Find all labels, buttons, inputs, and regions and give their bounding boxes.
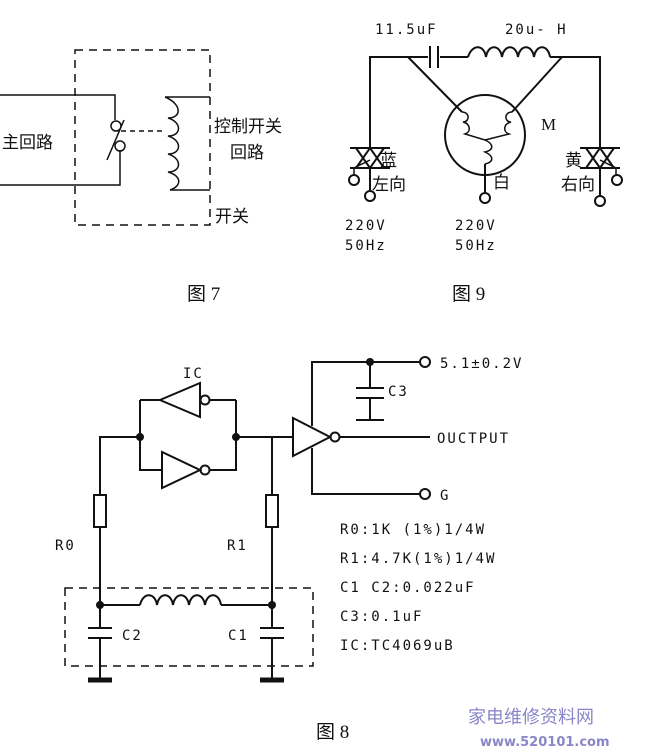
fig7-switch-blade: [106, 119, 125, 161]
fig9-white-label: 白: [493, 173, 510, 192]
fig8-ground-wire: [311, 448, 420, 495]
fig8-capacitor-c2: [88, 605, 112, 680]
fig8-supply-label: 5.1±0.2V: [440, 356, 523, 372]
fig7-dashed-box: [74, 49, 211, 226]
fig7-left-label: 主回路: [2, 133, 53, 152]
fig9-motor-label: M: [541, 115, 556, 134]
fig9-winding-left: [461, 111, 486, 141]
figure-7: 主回路 控制开关 回路 开关 图 7: [0, 49, 282, 305]
fig9-wire-to-motor-right: [511, 56, 563, 113]
fig9-wire-to-motor-left: [407, 56, 463, 113]
fig9-winding-bottom: [482, 139, 493, 165]
fig9-terminal-right: [594, 195, 606, 207]
fig9-triac-right-gate: [599, 159, 617, 176]
fig9-supply-mid-voltage: 220V: [455, 218, 497, 234]
fig7-main-wire-top: [0, 94, 116, 120]
figure-8: IC R0 R1 OUCTPUT 5.1±0.2V: [55, 356, 523, 743]
fig7-right-label-1: 控制开关: [214, 117, 282, 136]
watermark-site-name: 家电维修资料网: [468, 707, 594, 728]
watermark: 家电维修资料网 www.520101.com: [468, 707, 610, 750]
fig9-triac-left-gate: [353, 159, 371, 176]
fig8-inductor: [139, 594, 222, 606]
fig7-switch-contact-bottom: [114, 140, 126, 152]
fig9-triac-left: [350, 146, 390, 190]
fig8-supply-wire: [311, 361, 420, 426]
fig9-supply-mid-frequency: 50Hz: [455, 238, 497, 254]
fig9-winding-right: [484, 111, 513, 141]
fig8-ground-terminal: [419, 488, 431, 500]
fig9-yellow-label: 黄: [565, 151, 582, 170]
fig9-capacitor-label: 11.5uF: [375, 22, 438, 38]
fig8-lc-dashed-box: [64, 587, 314, 667]
watermark-url: www.520101.com: [480, 735, 610, 750]
fig8-spec-ic: IC:TC4069uB: [340, 638, 455, 654]
fig9-caption: 图 9: [452, 284, 485, 305]
fig8-ground-label: G: [440, 488, 450, 504]
fig8-inverter-upper-bubble: [199, 394, 211, 406]
fig8-spec-r0: R0:1K (1%)1/4W: [340, 522, 486, 538]
fig9-top-wire-left: [369, 56, 428, 148]
fig8-inverter-lower-bubble: [199, 464, 211, 476]
fig7-right-label-2: 回路: [230, 143, 264, 162]
fig8-r1-label: R1: [227, 538, 248, 554]
fig8-resistor-r0: [93, 494, 107, 528]
fig8-capacitor-c1: [260, 605, 284, 680]
fig9-inductor: [467, 46, 551, 58]
fig8-supply-terminal: [419, 356, 431, 368]
fig9-yellow-dir-label: 右向: [561, 175, 595, 194]
fig8-buffer-bubble: [329, 431, 341, 443]
fig8-caption: 图 8: [316, 722, 349, 743]
fig7-caption: 图 7: [187, 284, 220, 305]
fig8-spec-r1: R1:4.7K(1%)1/4W: [340, 551, 496, 567]
fig9-top-wire-right: [550, 56, 601, 148]
fig8-r0-label: R0: [55, 538, 76, 554]
fig7-relay-coil: [164, 96, 180, 191]
fig9-terminal-left-gate: [348, 174, 360, 186]
fig9-inductor-label: 20u- H: [505, 22, 568, 38]
fig9-terminal-right-gate: [611, 174, 623, 186]
fig8-resistor-r1: [265, 494, 279, 528]
figure-9: 11.5uF 20u- H M 蓝 左向 白 黄 右向: [345, 22, 623, 305]
fig8-spec-c3: C3:0.1uF: [340, 609, 423, 625]
fig8-ic-label: IC: [183, 366, 204, 382]
fig8-spec-c1c2: C1 C2:0.022uF: [340, 580, 476, 596]
fig8-c1-label: C1: [228, 628, 249, 644]
fig8-wire-to-r0: [99, 436, 140, 495]
fig8-inverter-lower: [161, 450, 203, 490]
fig8-inverter-lower-wires: [139, 465, 237, 471]
fig9-supply-left-frequency: 50Hz: [345, 238, 387, 254]
fig8-c3-label: C3: [388, 384, 409, 400]
fig9-supply-left-voltage: 220V: [345, 218, 387, 234]
fig9-blue-dir-label: 左向: [372, 175, 406, 194]
fig8-capacitor-c3: [356, 387, 384, 421]
fig9-terminal-left: [364, 190, 376, 202]
fig8-buffer-inverter: [292, 416, 333, 458]
fig7-main-wire-bottom: [0, 150, 121, 186]
fig9-triac-right: [580, 146, 620, 195]
fig9-motor-circle: [444, 94, 526, 176]
fig8-inverter-upper: [157, 381, 201, 419]
fig7-bottom-label: 开关: [215, 207, 249, 226]
fig8-c2-label: C2: [122, 628, 143, 644]
fig9-blue-label: 蓝: [380, 151, 397, 170]
fig9-terminal-white: [479, 192, 491, 204]
fig8-output-label: OUCTPUT: [437, 431, 510, 447]
